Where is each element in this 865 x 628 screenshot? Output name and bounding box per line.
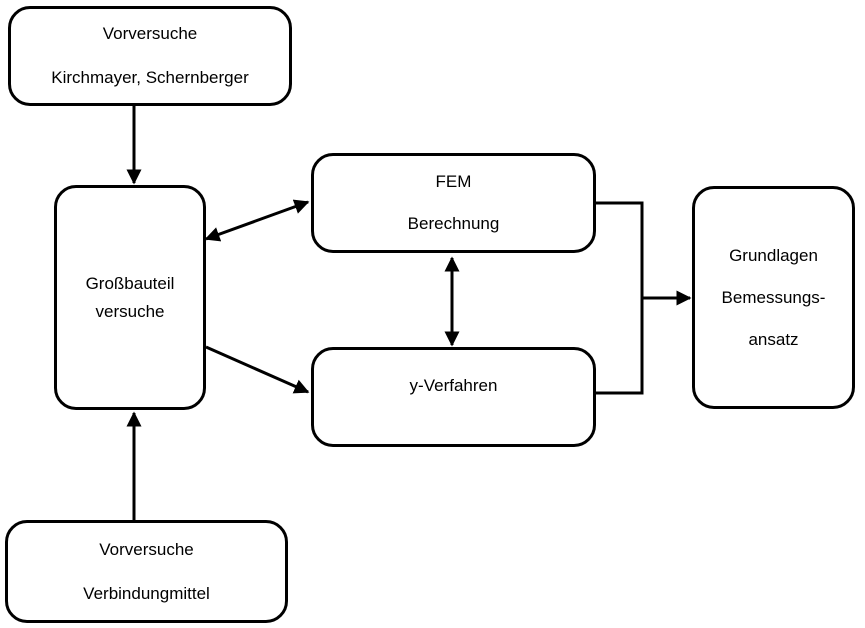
node-label: Vorversuche (102, 24, 198, 43)
node-label: Bemessungs- (721, 287, 826, 307)
node-label: Verbindungmittel (83, 583, 210, 603)
node-label: ansatz (748, 329, 799, 349)
arrow-grossbauteil-to-y-verfahren (205, 345, 310, 394)
node-label: y-Verfahren (409, 376, 498, 395)
node-label: FEM (435, 172, 472, 191)
connector-merge-bracket (596, 201, 644, 395)
node-vorversuche-kirchmayer: Vorversuche Kirchmayer, Schernberger (8, 6, 292, 106)
node-label: versuche (95, 301, 165, 321)
node-label: Grundlagen (729, 245, 818, 265)
node-label: Vorversuche (99, 539, 194, 559)
node-y-verfahren: y-Verfahren (311, 347, 596, 447)
node-label: Berechnung (407, 214, 500, 233)
node-label: Großbauteil (85, 273, 175, 293)
arrow-grossbauteil-fem-bidirectional (204, 199, 310, 242)
node-vorversuche-verbindungmittel: Vorversuche Verbindungmittel (5, 520, 288, 623)
node-grossbauteilversuche: Großbauteil versuche (54, 185, 206, 410)
node-grundlagen-bemessungsansatz: Grundlagen Bemessungs- ansatz (692, 186, 855, 409)
node-label: Kirchmayer, Schernberger (51, 68, 249, 87)
node-fem-berechnung: FEM Berechnung (311, 153, 596, 253)
